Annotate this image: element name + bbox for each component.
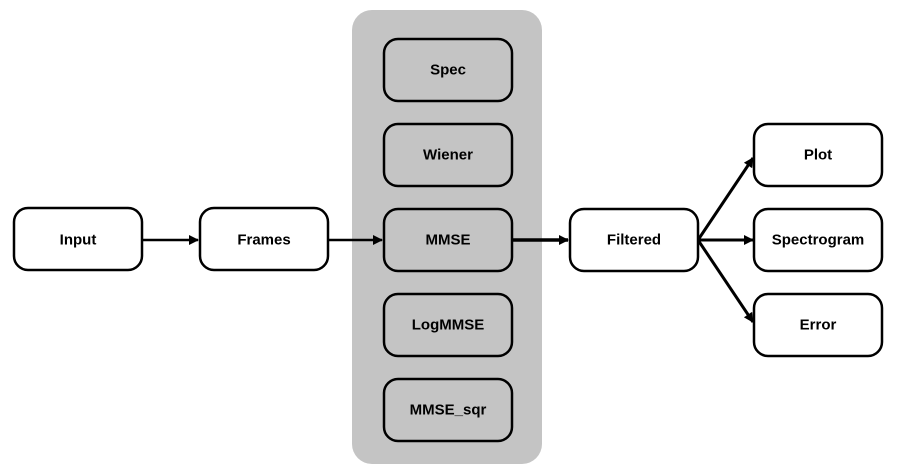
node-logmmse-label: LogMMSE bbox=[412, 317, 485, 334]
node-wiener: Wiener bbox=[382, 122, 514, 188]
node-spec: Spec bbox=[382, 37, 514, 103]
node-plot-label: Plot bbox=[804, 147, 832, 164]
node-mmse-label: MMSE bbox=[426, 232, 471, 249]
node-filtered-label: Filtered bbox=[607, 232, 661, 249]
node-filtered: Filtered bbox=[568, 207, 700, 273]
node-frames: Frames bbox=[198, 206, 330, 272]
connectors bbox=[142, 157, 755, 323]
arrow-filtered-to-plot bbox=[696, 157, 755, 241]
node-logmmse: LogMMSE bbox=[382, 292, 514, 358]
node-spectrogram-label: Spectrogram bbox=[772, 232, 865, 249]
node-plot: Plot bbox=[752, 122, 884, 188]
node-input-label: Input bbox=[60, 232, 97, 249]
node-error: Error bbox=[752, 292, 884, 358]
node-spec-label: Spec bbox=[430, 62, 466, 79]
arrow-filtered-to-error bbox=[696, 239, 755, 323]
node-input: Input bbox=[12, 206, 144, 272]
node-error-label: Error bbox=[800, 317, 837, 334]
node-frames-label: Frames bbox=[237, 232, 290, 249]
node-wiener-label: Wiener bbox=[423, 147, 473, 164]
node-spectrogram: Spectrogram bbox=[752, 207, 884, 273]
node-mmse: MMSE bbox=[382, 207, 514, 273]
node-mmse-sqr-label: MMSE_sqr bbox=[410, 402, 487, 419]
node-mmse-sqr: MMSE_sqr bbox=[382, 377, 514, 443]
